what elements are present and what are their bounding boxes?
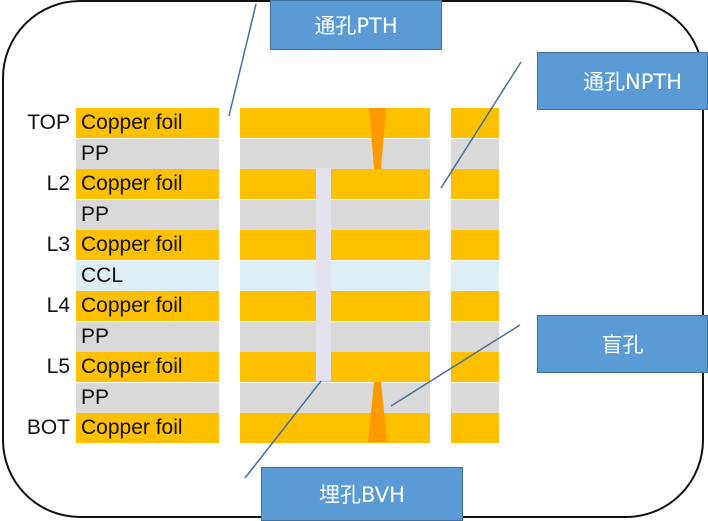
- layer-segment: [240, 382, 430, 413]
- layer-segment: [240, 230, 430, 260]
- layer-segment: [240, 138, 430, 169]
- layer-segment: [451, 169, 499, 199]
- blind-via-top: [369, 108, 386, 169]
- layer-label: L2: [46, 172, 70, 195]
- layer-segment: [240, 199, 430, 230]
- layer-material: Copper foil: [76, 108, 219, 138]
- layer-material: Copper foil: [76, 352, 219, 382]
- callout-pth: 通孔PTH: [270, 0, 442, 50]
- layer-material: Copper foil: [76, 169, 219, 199]
- layer-segment: [240, 321, 430, 352]
- callout-blind-via-text: 盲孔: [601, 333, 644, 357]
- layer-material: PP: [76, 382, 219, 413]
- layer-label: L4: [46, 294, 70, 317]
- layer-segment: [451, 291, 499, 321]
- layer-segment: [451, 352, 499, 382]
- layer-segment: [451, 382, 499, 413]
- layer-segment: [451, 260, 499, 291]
- callout-npth-text: 通孔NPTH: [583, 70, 682, 94]
- buried-via: [316, 168, 331, 381]
- layer-material: Copper foil: [76, 291, 219, 321]
- leader-line-npth: [440, 61, 522, 189]
- layer-segment: [240, 291, 430, 321]
- callout-npth: 通孔NPTH: [537, 52, 708, 110]
- layer-material: Copper foil: [76, 413, 219, 443]
- layer-segment: [240, 260, 430, 291]
- layer-segment: [451, 230, 499, 260]
- callout-blind-via: 盲孔: [537, 315, 708, 373]
- blind-via-bottom: [368, 382, 387, 442]
- leader-line-blind: [390, 324, 521, 407]
- layer-segment: [240, 413, 430, 443]
- leader-line-pth: [228, 3, 257, 117]
- layer-segment: [451, 413, 499, 443]
- leader-line-buried: [244, 380, 322, 479]
- layer-material: Copper foil: [76, 230, 219, 260]
- layer-label: L3: [46, 233, 70, 256]
- layer-segment: [240, 352, 430, 382]
- layer-segment: [451, 321, 499, 352]
- layer-segment: [240, 169, 430, 199]
- layer-material: CCL: [76, 260, 219, 291]
- layer-label: L5: [46, 355, 70, 378]
- layer-segment: [451, 199, 499, 230]
- callout-pth-text: 通孔PTH: [314, 14, 398, 38]
- callout-buried-via-text: 埋孔BVH: [319, 483, 405, 507]
- layer-segment: [451, 108, 499, 138]
- callout-buried-via: 埋孔BVH: [261, 467, 463, 521]
- layer-segment: [240, 108, 430, 138]
- layer-label: TOP: [27, 111, 70, 134]
- layer-label: BOT: [26, 416, 70, 439]
- layer-material: PP: [76, 199, 219, 230]
- layer-segment: [451, 138, 499, 169]
- layer-material: PP: [76, 321, 219, 352]
- layer-material: PP: [76, 138, 219, 169]
